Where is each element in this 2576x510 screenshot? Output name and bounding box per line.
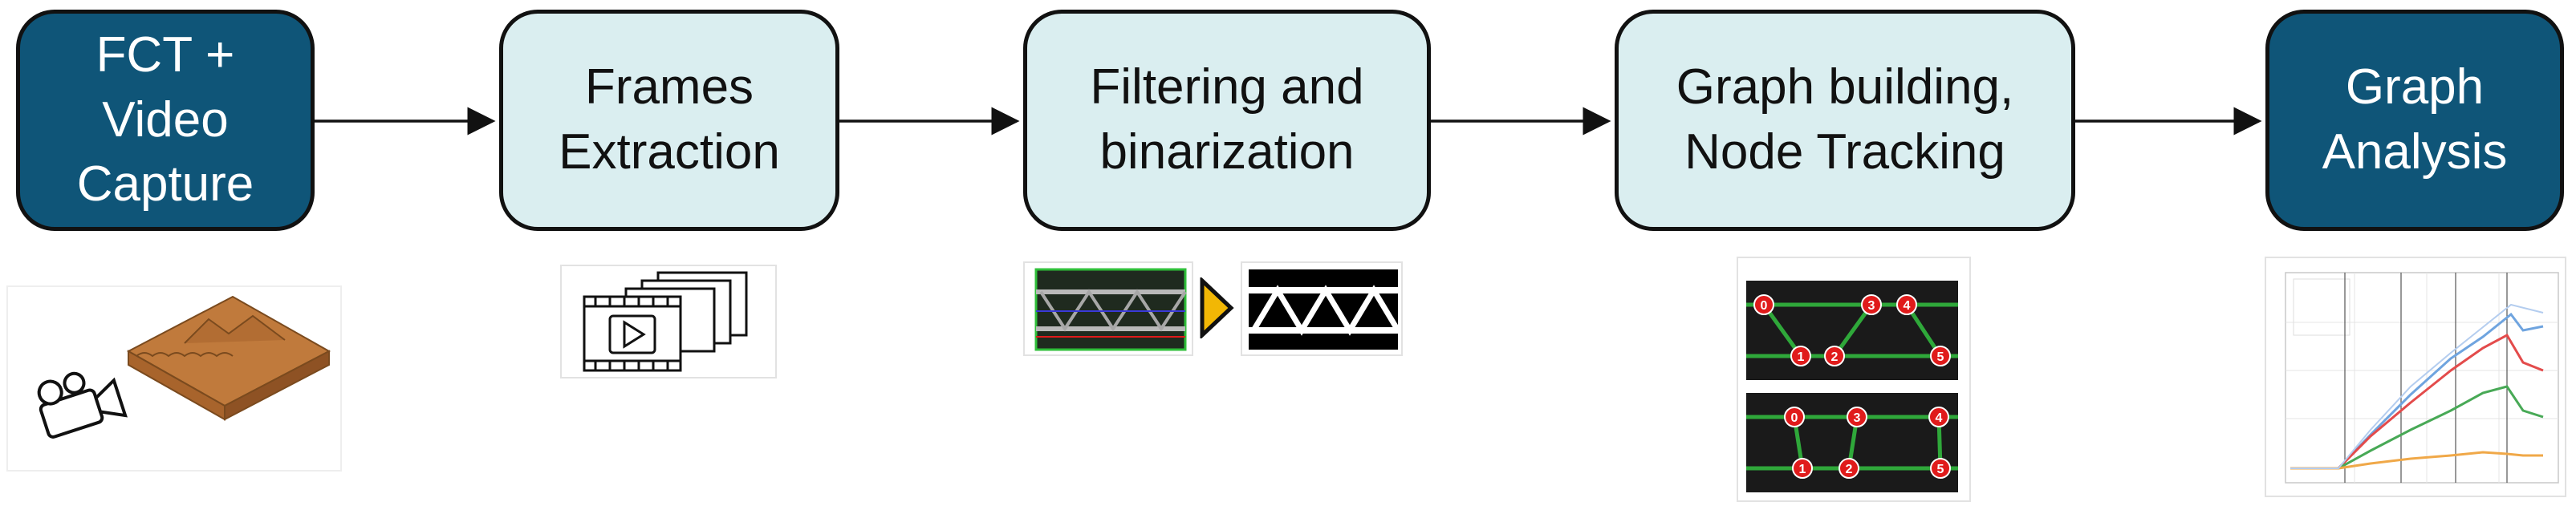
bottom-frame-node-label: 4 [1936, 411, 1943, 425]
top-frame-node-marker [1824, 346, 1845, 366]
top-frame-node-marker [1896, 294, 1917, 315]
node-tracking-illustration: 0 3 4 1 2 5 0 3 4 1 2 5 [1746, 281, 1958, 492]
bottom-frame-node-label: 3 [1854, 411, 1861, 425]
bottom-frame-node-marker [1847, 407, 1867, 427]
chevron-right-icon [1200, 277, 1234, 338]
bottom-frame-node-marker [1839, 458, 1859, 479]
top-frame-node-marker [1753, 294, 1774, 315]
top-frame-node-marker [1861, 294, 1882, 315]
step-frames-extraction: Frames Extraction [499, 10, 839, 231]
bottom-frame-node-marker [1928, 407, 1949, 427]
step-label: Graph Analysis [2322, 59, 2508, 180]
bottom-frame-nodes: 0 3 4 1 2 5 [1784, 407, 1951, 479]
step-filtering-binarization: Filtering and binarization [1023, 10, 1431, 231]
node-tracking-thumbnail: 0 3 4 1 2 5 0 3 4 1 2 5 [1737, 257, 1971, 502]
top-frame-node-label: 0 [1761, 299, 1768, 313]
bottom-frame-node-label: 1 [1799, 463, 1806, 476]
raw-frame-illustration [1034, 268, 1187, 351]
bottom-frame-node-marker [1792, 458, 1813, 479]
step-label: Frames Extraction [559, 59, 780, 180]
bottom-frame-node-marker [1784, 407, 1805, 427]
bottom-frame-node-label: 5 [1937, 463, 1944, 476]
top-frame-node-label: 1 [1798, 350, 1805, 364]
top-frame-node-marker [1790, 346, 1811, 366]
step-graph-analysis: Graph Analysis [2265, 10, 2564, 231]
bottom-frame-node-marker [1930, 458, 1951, 479]
top-frame-node-label: 3 [1868, 299, 1875, 313]
step-label: Filtering and binarization [1090, 59, 1364, 180]
video-camera-icon [37, 371, 128, 439]
step-label: FCT + Video Capture [76, 27, 254, 212]
graph-analysis-thumbnail [2265, 257, 2566, 497]
filter-before-thumbnail [1023, 261, 1193, 356]
bottom-frame-node-label: 0 [1791, 411, 1798, 425]
play-icon [623, 320, 646, 349]
step-label: Graph building, Node Tracking [1676, 59, 2014, 180]
frames-thumbnail [560, 265, 777, 378]
corrugated-board-icon [126, 295, 331, 421]
top-frame-nodes: 0 3 4 1 2 5 [1753, 294, 1951, 366]
top-frame-node-marker [1930, 346, 1951, 366]
binary-frame-illustration [1249, 269, 1401, 350]
top-frame-node-label: 2 [1831, 350, 1839, 364]
camera-board-illustration [37, 295, 331, 439]
bottom-frame-node-label: 2 [1846, 463, 1853, 476]
step-graph-building-node-tracking: Graph building, Node Tracking [1615, 10, 2075, 231]
filter-after-thumbnail [1241, 261, 1403, 356]
step-fct-video-capture: FCT + Video Capture [16, 10, 315, 231]
fct-capture-thumbnail [6, 285, 342, 472]
top-frame-node-label: 5 [1937, 350, 1944, 364]
analysis-plot-illustration [2285, 272, 2559, 484]
top-frame-node-label: 4 [1904, 299, 1911, 313]
frames-stack-illustration [583, 271, 748, 372]
